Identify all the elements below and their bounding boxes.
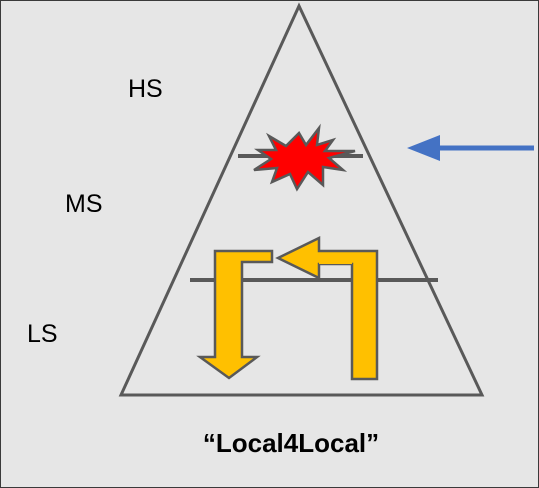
diagram-caption: “Local4Local” xyxy=(203,428,379,458)
explosion-icon xyxy=(253,123,356,192)
label-hs: HS xyxy=(128,75,163,103)
pointer-arrow-icon xyxy=(407,135,534,161)
label-ms: MS xyxy=(65,190,103,218)
loop-arrow-icon xyxy=(196,235,379,381)
label-ls: LS xyxy=(27,320,58,348)
pyramid-outline xyxy=(118,2,485,397)
